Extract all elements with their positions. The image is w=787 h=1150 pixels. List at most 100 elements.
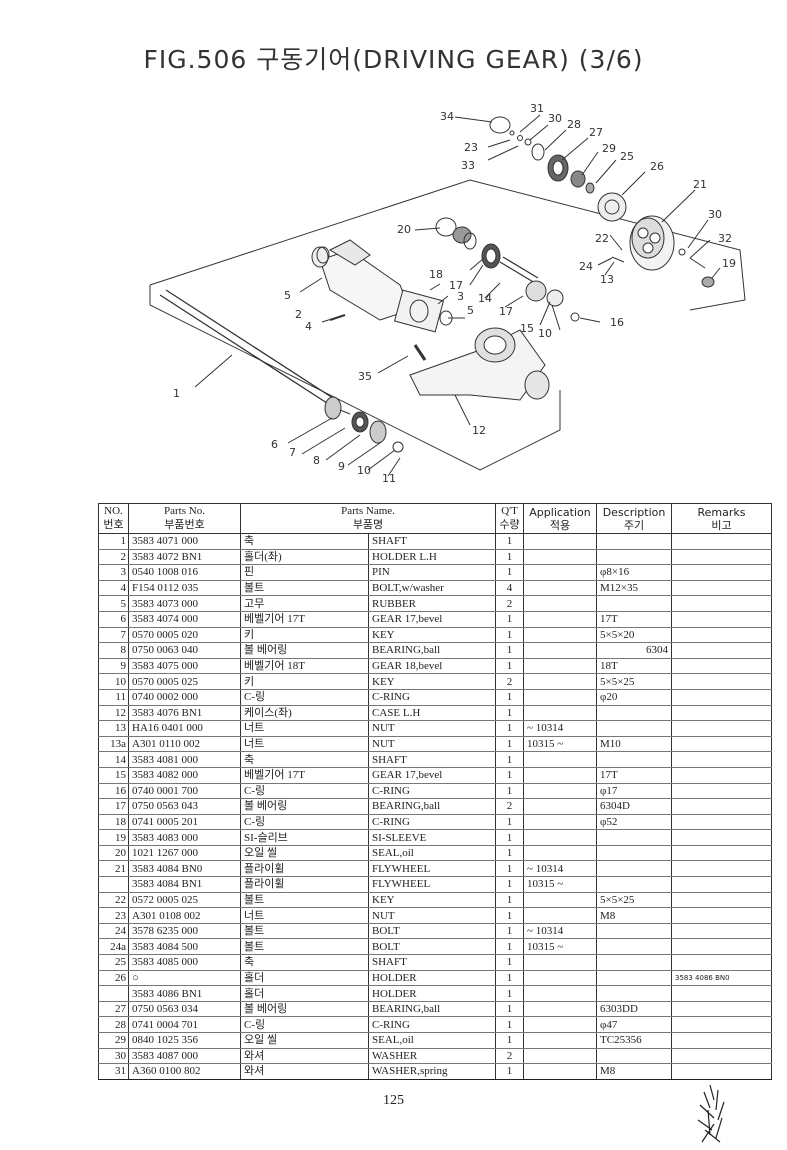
korean-name-cell: 와셔 <box>240 1063 369 1080</box>
part-number-cell: 3583 4084 500 <box>128 938 241 956</box>
application-cell <box>523 549 598 566</box>
item-no-cell: 3 <box>98 564 129 581</box>
quantity-cell: 1 <box>495 970 525 987</box>
quantity-cell: 1 <box>495 814 525 831</box>
item-no-cell: 17 <box>98 798 129 815</box>
callout-30b: 30 <box>708 208 722 221</box>
english-name-cell: NUT <box>367 720 497 737</box>
item-no-cell: 18 <box>98 814 129 831</box>
quantity-cell: 1 <box>495 876 525 893</box>
part-number-cell: 0750 0563 034 <box>128 1000 241 1018</box>
description-cell: M12×35 <box>596 580 673 597</box>
application-cell <box>523 658 598 675</box>
callout-2: 2 <box>295 308 302 321</box>
remarks-cell <box>671 595 773 612</box>
english-name-cell: C-RING <box>367 688 497 706</box>
application-cell <box>523 673 598 690</box>
korean-name-cell: 축 <box>240 533 369 550</box>
korean-name-cell: C-링 <box>240 814 369 831</box>
remarks-cell <box>671 938 773 956</box>
application-cell <box>523 907 598 924</box>
callout-5b: 5 <box>467 304 474 317</box>
description-cell: 5×5×25 <box>596 673 673 690</box>
part-number-cell: 3583 4081 000 <box>128 751 241 768</box>
part-number-cell: 0570 0005 025 <box>128 673 241 690</box>
english-name-cell: BEARING,ball <box>367 642 497 659</box>
english-name-cell: BOLT <box>367 922 497 940</box>
remarks-cell <box>671 1063 773 1080</box>
callout-1: 1 <box>173 387 180 400</box>
description-cell: M8 <box>596 1063 673 1080</box>
callout-14: 14 <box>478 292 492 305</box>
english-name-cell: BEARING,ball <box>367 1000 497 1018</box>
korean-name-cell: 플라이휠 <box>240 876 369 893</box>
application-cell <box>523 783 598 800</box>
callout-19: 19 <box>722 257 736 270</box>
description-cell: φ52 <box>596 814 673 831</box>
description-cell: 6303DD <box>596 1000 673 1018</box>
callout-7: 7 <box>289 446 296 459</box>
application-cell <box>523 954 598 971</box>
part-number-cell: 3583 4083 000 <box>128 829 241 846</box>
remarks-cell <box>671 658 773 675</box>
quantity-cell: 1 <box>495 658 525 675</box>
quantity-cell: 1 <box>495 642 525 659</box>
description-cell <box>596 938 673 956</box>
quantity-cell: 1 <box>495 766 525 784</box>
english-name-cell: SHAFT <box>367 533 497 550</box>
description-cell <box>596 720 673 737</box>
callout-28: 28 <box>567 118 581 131</box>
callout-12: 12 <box>472 424 486 437</box>
callout-27: 27 <box>589 126 603 139</box>
item-no-cell: 1 <box>98 533 129 550</box>
quantity-cell: 1 <box>495 720 525 737</box>
item-no-cell <box>98 985 129 1002</box>
description-cell: 5×5×25 <box>596 892 673 909</box>
callout-11: 11 <box>382 472 396 485</box>
application-cell <box>523 985 598 1002</box>
description-cell: 18T <box>596 658 673 675</box>
part-number-cell: 1021 1267 000 <box>128 844 241 862</box>
korean-name-cell: 홀더 <box>240 985 369 1002</box>
english-name-cell: BOLT <box>367 938 497 956</box>
remarks-cell <box>671 610 773 628</box>
application-cell <box>523 610 598 628</box>
remarks-cell <box>671 892 773 909</box>
korean-name-cell: 볼트 <box>240 580 369 597</box>
part-number-cell: 0741 0005 201 <box>128 814 241 831</box>
item-no-cell: 24a <box>98 938 129 956</box>
english-name-cell: FLYWHEEL <box>367 876 497 893</box>
application-cell <box>523 627 598 644</box>
item-no-cell: 30 <box>98 1048 129 1065</box>
application-cell <box>523 580 598 597</box>
item-no-cell: 21 <box>98 860 129 878</box>
callout-31: 31 <box>530 102 544 115</box>
page-title: FIG.506 구동기어(DRIVING GEAR) (3/6) <box>143 45 644 74</box>
quantity-cell: 1 <box>495 985 525 1002</box>
callout-18: 18 <box>429 268 443 281</box>
header-parts-no: Parts No.부품번호 <box>128 503 241 534</box>
quantity-cell: 2 <box>495 798 525 815</box>
korean-name-cell: 볼트 <box>240 922 369 940</box>
callout-3: 3 <box>457 290 464 303</box>
english-name-cell: C-RING <box>367 1016 497 1033</box>
callout-29: 29 <box>602 142 616 155</box>
english-name-cell: SHAFT <box>367 954 497 971</box>
part-number-cell: 3583 4084 BN0 <box>128 860 241 878</box>
korean-name-cell: 키 <box>240 673 369 690</box>
callout-35: 35 <box>358 370 372 383</box>
english-name-cell: RUBBER <box>367 595 497 612</box>
quantity-cell: 1 <box>495 938 525 956</box>
quantity-cell: 1 <box>495 688 525 706</box>
